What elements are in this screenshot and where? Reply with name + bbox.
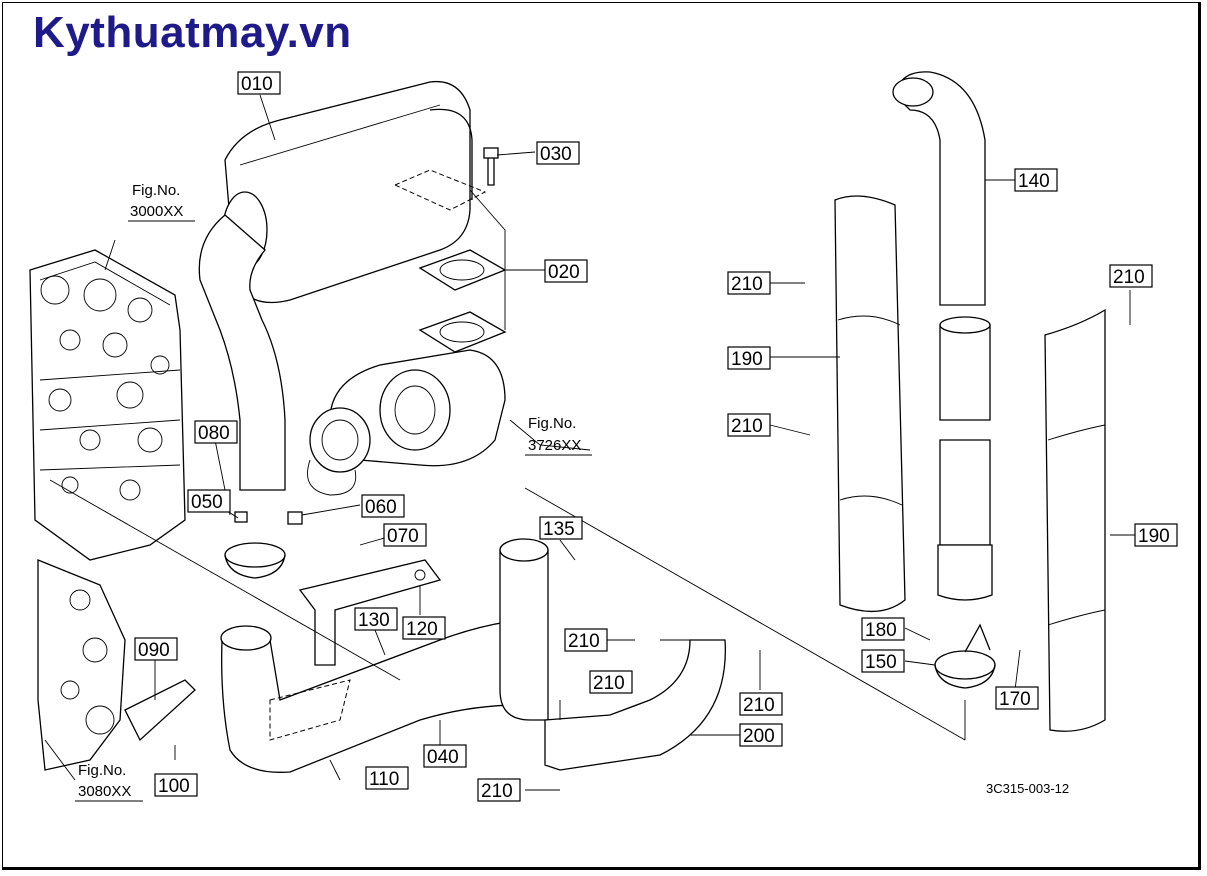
svg-text:210: 210 bbox=[731, 416, 763, 437]
part-label-030: 030 bbox=[536, 141, 580, 165]
engine-block bbox=[29, 249, 186, 771]
part-label-120: 120 bbox=[402, 616, 446, 640]
svg-text:020: 020 bbox=[548, 262, 580, 283]
svg-text:170: 170 bbox=[999, 689, 1031, 710]
clamp-150 bbox=[934, 623, 996, 689]
svg-text:060: 060 bbox=[365, 497, 397, 518]
part-label-210-e: 210 bbox=[589, 670, 633, 694]
part-label-210-g: 210 bbox=[477, 778, 521, 802]
part-label-210-a: 210 bbox=[727, 271, 771, 295]
part-label-150: 150 bbox=[861, 649, 905, 673]
part-label-170: 170 bbox=[995, 686, 1039, 710]
bracket-120 bbox=[298, 559, 442, 666]
part-label-020: 020 bbox=[544, 259, 588, 283]
svg-text:090: 090 bbox=[138, 640, 170, 661]
svg-text:Fig.No.: Fig.No. bbox=[78, 762, 126, 779]
part-label-010: 010 bbox=[237, 71, 281, 95]
tail-pipe-140 bbox=[892, 71, 993, 601]
svg-text:210: 210 bbox=[743, 695, 775, 716]
part-label-090: 090 bbox=[134, 637, 178, 661]
svg-text:130: 130 bbox=[358, 610, 390, 631]
svg-text:210: 210 bbox=[731, 274, 763, 295]
perforated-guard-left bbox=[834, 195, 906, 613]
perforated-guard-right bbox=[1044, 308, 1106, 732]
clamp-050 bbox=[224, 511, 303, 579]
svg-text:040: 040 bbox=[427, 747, 459, 768]
figure-ref-3726: Fig.No. 3726XX bbox=[525, 415, 592, 456]
svg-text:110: 110 bbox=[369, 769, 399, 790]
part-label-210-f: 210 bbox=[739, 692, 783, 716]
svg-text:070: 070 bbox=[387, 526, 419, 547]
part-label-210-c: 210 bbox=[727, 413, 771, 437]
svg-text:3000XX: 3000XX bbox=[130, 203, 183, 220]
figure-ref-3080: Fig.No. 3080XX bbox=[75, 762, 143, 802]
part-label-180: 180 bbox=[861, 617, 905, 641]
part-label-100: 100 bbox=[154, 773, 198, 797]
svg-text:150: 150 bbox=[865, 652, 897, 673]
part-label-140: 140 bbox=[1014, 168, 1058, 192]
svg-text:180: 180 bbox=[865, 620, 897, 641]
part-label-070: 070 bbox=[383, 523, 427, 547]
svg-text:3080XX: 3080XX bbox=[78, 783, 131, 800]
gasket bbox=[418, 189, 507, 353]
bolt-030 bbox=[483, 147, 499, 186]
svg-text:210: 210 bbox=[593, 673, 625, 694]
part-label-190-right: 190 bbox=[1134, 523, 1178, 547]
part-label-050: 050 bbox=[187, 489, 231, 513]
svg-text:030: 030 bbox=[540, 144, 572, 165]
drawing-code: 3C315-003-12 bbox=[986, 781, 1069, 796]
svg-text:Fig.No.: Fig.No. bbox=[528, 415, 576, 432]
part-label-200: 200 bbox=[739, 723, 783, 747]
heat-shield-200 bbox=[544, 639, 726, 771]
svg-text:210: 210 bbox=[481, 781, 513, 802]
part-label-040: 040 bbox=[423, 744, 467, 768]
svg-text:050: 050 bbox=[191, 492, 223, 513]
svg-text:190: 190 bbox=[1138, 526, 1170, 547]
part-label-080: 080 bbox=[194, 420, 238, 444]
part-label-190-left: 190 bbox=[727, 346, 771, 370]
part-label-060: 060 bbox=[361, 494, 405, 518]
figure-ref-3000: Fig.No. 3000XX bbox=[128, 182, 195, 222]
svg-text:3726XX: 3726XX bbox=[528, 437, 581, 454]
svg-text:Fig.No.: Fig.No. bbox=[132, 182, 180, 199]
part-label-135: 135 bbox=[539, 516, 583, 540]
watermark: Kythuatmay.vn bbox=[33, 8, 352, 57]
svg-text:210: 210 bbox=[568, 631, 600, 652]
svg-text:190: 190 bbox=[731, 349, 763, 370]
svg-text:135: 135 bbox=[543, 519, 575, 540]
svg-text:120: 120 bbox=[406, 619, 438, 640]
svg-text:080: 080 bbox=[198, 423, 230, 444]
exhaust-pipe-040 bbox=[220, 538, 549, 773]
svg-text:210: 210 bbox=[1113, 267, 1145, 288]
svg-text:140: 140 bbox=[1018, 171, 1050, 192]
part-label-210-d: 210 bbox=[564, 628, 608, 652]
svg-text:010: 010 bbox=[241, 74, 273, 95]
svg-text:200: 200 bbox=[743, 726, 775, 747]
svg-text:100: 100 bbox=[158, 776, 190, 797]
bracket-090 bbox=[124, 679, 196, 742]
turbocharger bbox=[307, 349, 506, 496]
part-label-210-b: 210 bbox=[1109, 264, 1153, 288]
part-label-110: 110 bbox=[365, 766, 409, 790]
part-label-130: 130 bbox=[354, 607, 398, 631]
muffler bbox=[198, 80, 487, 491]
